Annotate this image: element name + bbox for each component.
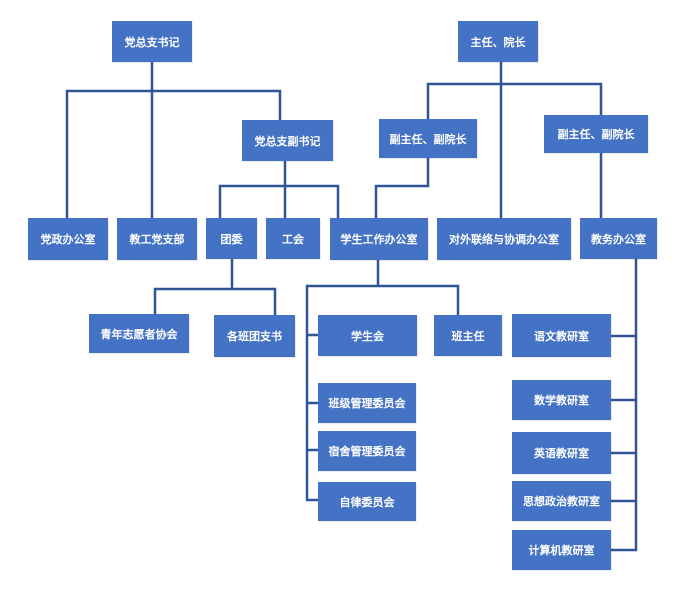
connector-academic-affairs [611,259,638,552]
node-party-admin-office: 党政办公室 [28,218,108,260]
connector-deputy-director-left [374,158,430,218]
node-youth-volunteer-association: 青年志愿者协会 [89,314,189,353]
node-politics-teaching-office: 思想政治教研室 [512,481,611,521]
node-staff-party-branch: 教工党支部 [117,218,197,260]
node-student-affairs-office: 学生工作办公室 [330,218,428,260]
node-external-liaison-office: 对外联络与协调办公室 [437,218,571,260]
connector-party-secretary [65,89,282,218]
node-director-dean: 主任、院长 [458,21,538,62]
node-deputy-party-secretary: 党总支副书记 [242,120,333,161]
connector-youth-league-branch [153,287,277,315]
node-chinese-teaching-office: 语文教研室 [512,314,611,357]
connector-student-affairs-branch [305,284,460,502]
node-trade-union: 工会 [266,218,320,259]
node-math-teaching-office: 数学教研室 [512,380,611,420]
connector-deputy-secretary-branch [218,184,340,218]
node-youth-league: 团委 [206,218,257,259]
node-student-union: 学生会 [318,315,417,356]
node-computer-teaching-office: 计算机教研室 [512,530,611,570]
node-self-discipline-committee: 自律委员会 [318,482,416,521]
node-english-teaching-office: 英语教研室 [512,432,611,474]
node-class-management-committee: 班级管理委员会 [318,383,416,423]
connector-director-branch [426,82,603,120]
node-class-league-secretary: 各班团支书 [214,315,295,357]
node-dorm-management-committee: 宿舍管理委员会 [318,431,416,471]
node-party-secretary: 党总支书记 [112,21,192,62]
node-class-teacher: 班主任 [434,315,502,356]
node-academic-affairs-office: 教务办公室 [580,218,657,259]
node-deputy-director-left: 副主任、副院长 [379,119,477,158]
node-deputy-director-right: 副主任、副院长 [544,115,648,153]
